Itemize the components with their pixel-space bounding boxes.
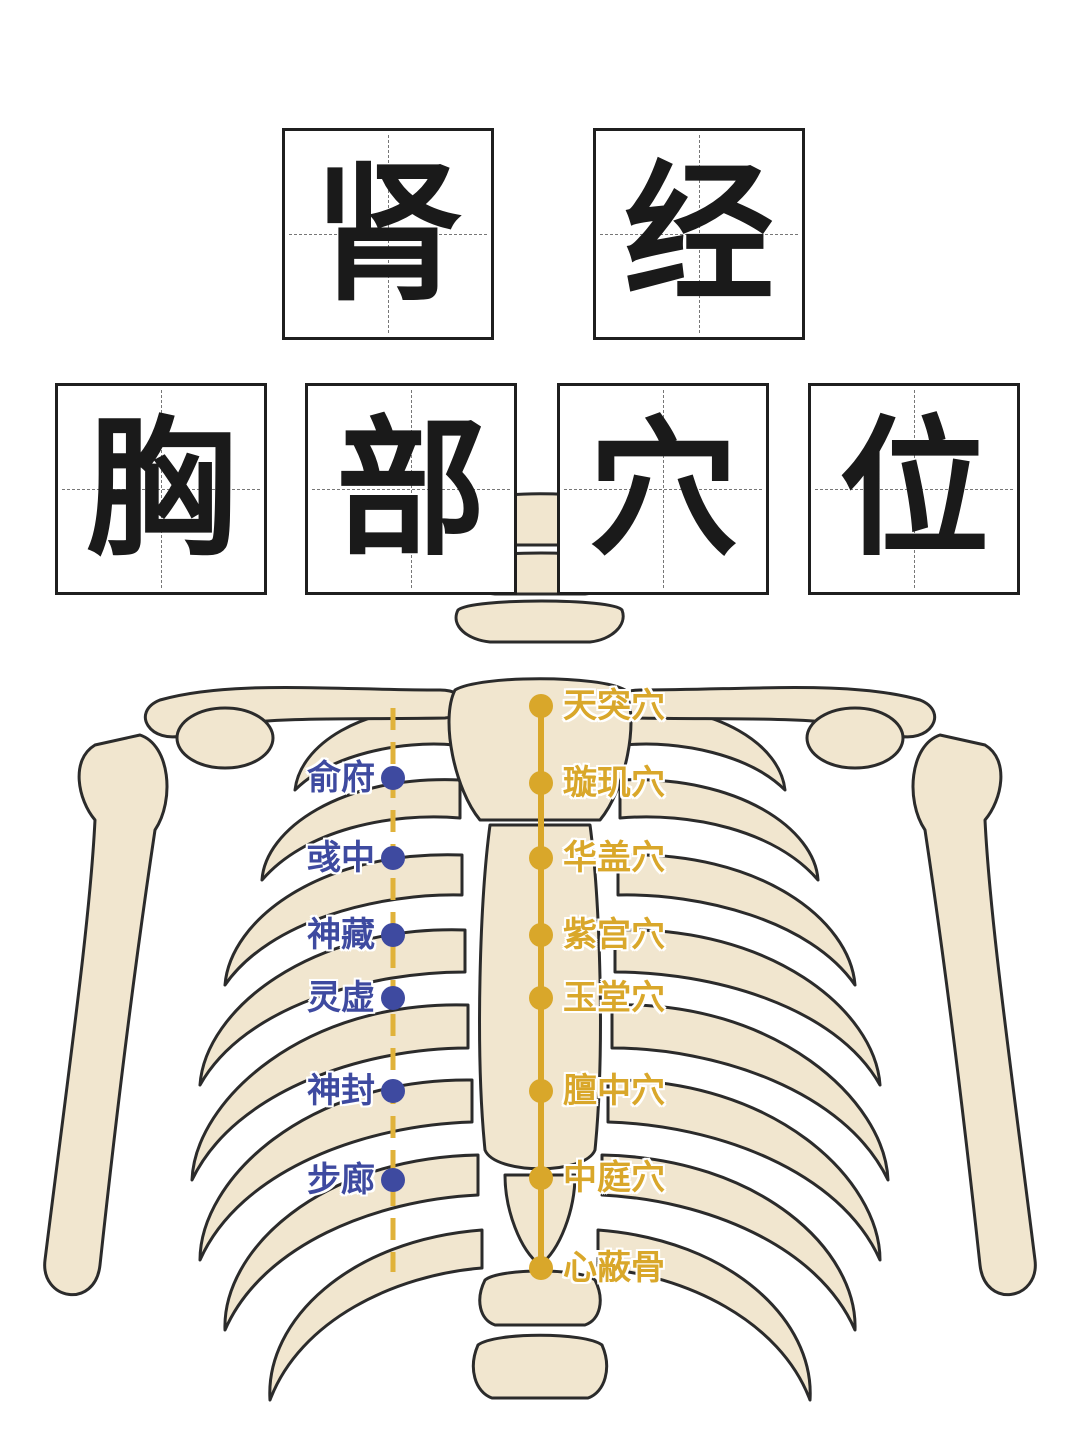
point-dot-kidney [381,923,405,947]
title-char: 胸 [85,401,236,577]
point-dot-central [529,694,553,718]
title-char: 位 [838,401,989,577]
title-tile: 部 [305,383,517,595]
point-label-yuzhong: 彧中 [307,838,375,878]
cervical-vertebra-3 [454,599,625,644]
point-dot-central [529,923,553,947]
point-dot-central [529,1166,553,1190]
point-label-bulang: 步廊 [307,1160,375,1200]
point-dot-central [529,986,553,1010]
point-dot-central [529,1256,553,1280]
point-label-lingxu: 灵虚 [307,978,375,1018]
lumbar-vertebra [471,1333,609,1400]
left-ribs [190,703,484,1402]
point-label-zigong: 紫宫穴 [563,915,665,955]
point-dot-central [529,1079,553,1103]
right-humerus [911,733,1037,1296]
point-label-shenfeng: 神封 [307,1071,375,1111]
point-dot-kidney [381,846,405,870]
thoracic-vertebra [478,1269,602,1327]
point-dot-kidney [381,1168,405,1192]
point-label-shufu: 俞府 [307,758,375,798]
point-dot-central [529,846,553,870]
point-dot-kidney [381,1079,405,1103]
point-label-xinbigu: 心蔽骨 [563,1248,665,1288]
left-shoulder-joint [175,706,275,770]
title-tile: 胸 [55,383,267,595]
title-tile: 穴 [557,383,769,595]
title-tile: 肾 [282,128,494,340]
title-tile: 经 [593,128,805,340]
point-label-tiantu: 天突穴 [563,686,665,726]
point-label-danzhong: 膻中穴 [563,1071,665,1111]
point-dot-kidney [381,766,405,790]
title-char: 肾 [312,146,463,322]
title-tile: 位 [808,383,1020,595]
point-label-shencang: 神藏 [307,915,375,955]
point-label-yutang: 玉堂穴 [563,978,665,1018]
title-char: 经 [623,146,774,322]
point-dot-central [529,771,553,795]
point-label-zhongting: 中庭穴 [563,1158,665,1198]
right-ribs [596,703,890,1402]
left-humerus [43,733,169,1296]
point-label-xuanji: 璇玑穴 [563,763,665,803]
title-char: 部 [335,401,486,577]
right-shoulder-joint [805,706,905,770]
title-char: 穴 [587,401,738,577]
point-label-huagai: 华盖穴 [563,838,665,878]
point-dot-kidney [381,986,405,1010]
